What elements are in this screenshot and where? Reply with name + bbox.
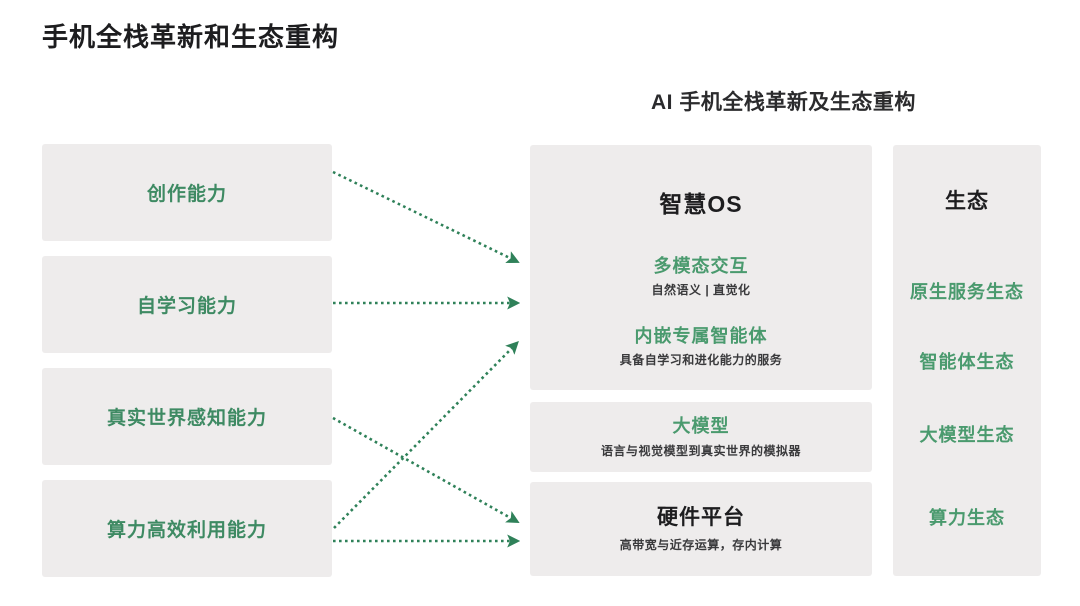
os-feature-title: 多模态交互 xyxy=(653,256,749,276)
ecosystem-item-agent[interactable]: 智能体生态 xyxy=(919,352,1015,372)
diagram-title: AI 手机全栈革新及生态重构 xyxy=(651,91,916,114)
large-model-desc: 语言与视觉模型到真实世界的模拟器 xyxy=(600,443,801,458)
capability-label: 创作能力 xyxy=(146,184,227,205)
capability-label: 算力高效利用能力 xyxy=(106,520,267,541)
connector-perception-to-hardware xyxy=(332,416,520,524)
ecosystem-title: 生态 xyxy=(945,190,989,213)
smart-os-title: 智慧OS xyxy=(659,191,743,217)
os-feature-desc: 自然语义 | 直觉化 xyxy=(651,282,751,297)
capability-label: 自学习能力 xyxy=(136,296,237,317)
smart-os-panel[interactable]: 智慧OS 多模态交互 自然语义 | 直觉化 内嵌专属智能体 具备自学习和进化能力… xyxy=(530,145,872,390)
page-title: 手机全栈革新和生态重构 xyxy=(42,22,340,52)
capability-box-compute-efficiency[interactable]: 算力高效利用能力 xyxy=(42,480,332,577)
large-model-title: 大模型 xyxy=(672,416,730,437)
ecosystem-panel[interactable]: 生态 原生服务生态 智能体生态 大模型生态 算力生态 xyxy=(893,145,1041,576)
capability-label: 真实世界感知能力 xyxy=(106,408,267,429)
os-feature-embedded-agent[interactable]: 内嵌专属智能体 具备自学习和进化能力的服务 xyxy=(530,325,872,369)
capability-box-real-world-perception[interactable]: 真实世界感知能力 xyxy=(42,368,332,465)
connector-creation-to-os xyxy=(332,170,520,263)
os-feature-title: 内嵌专属智能体 xyxy=(634,326,768,346)
os-feature-multimodal[interactable]: 多模态交互 自然语义 | 直觉化 xyxy=(530,255,872,299)
hardware-platform-box[interactable]: 硬件平台 高带宽与近存运算，存内计算 xyxy=(530,482,872,576)
ecosystem-item-native-service[interactable]: 原生服务生态 xyxy=(910,282,1024,302)
os-feature-desc: 具备自学习和进化能力的服务 xyxy=(619,352,783,367)
ecosystem-item-compute[interactable]: 算力生态 xyxy=(929,508,1005,528)
capability-box-self-learning[interactable]: 自学习能力 xyxy=(42,256,332,353)
ecosystem-item-large-model[interactable]: 大模型生态 xyxy=(919,425,1015,445)
capability-box-creation[interactable]: 创作能力 xyxy=(42,144,332,241)
large-model-box[interactable]: 大模型 语言与视觉模型到真实世界的模拟器 xyxy=(530,402,872,472)
hardware-platform-title: 硬件平台 xyxy=(657,506,745,530)
connector-compute-to-os-agent xyxy=(333,341,519,529)
hardware-platform-desc: 高带宽与近存运算，存内计算 xyxy=(619,537,783,552)
